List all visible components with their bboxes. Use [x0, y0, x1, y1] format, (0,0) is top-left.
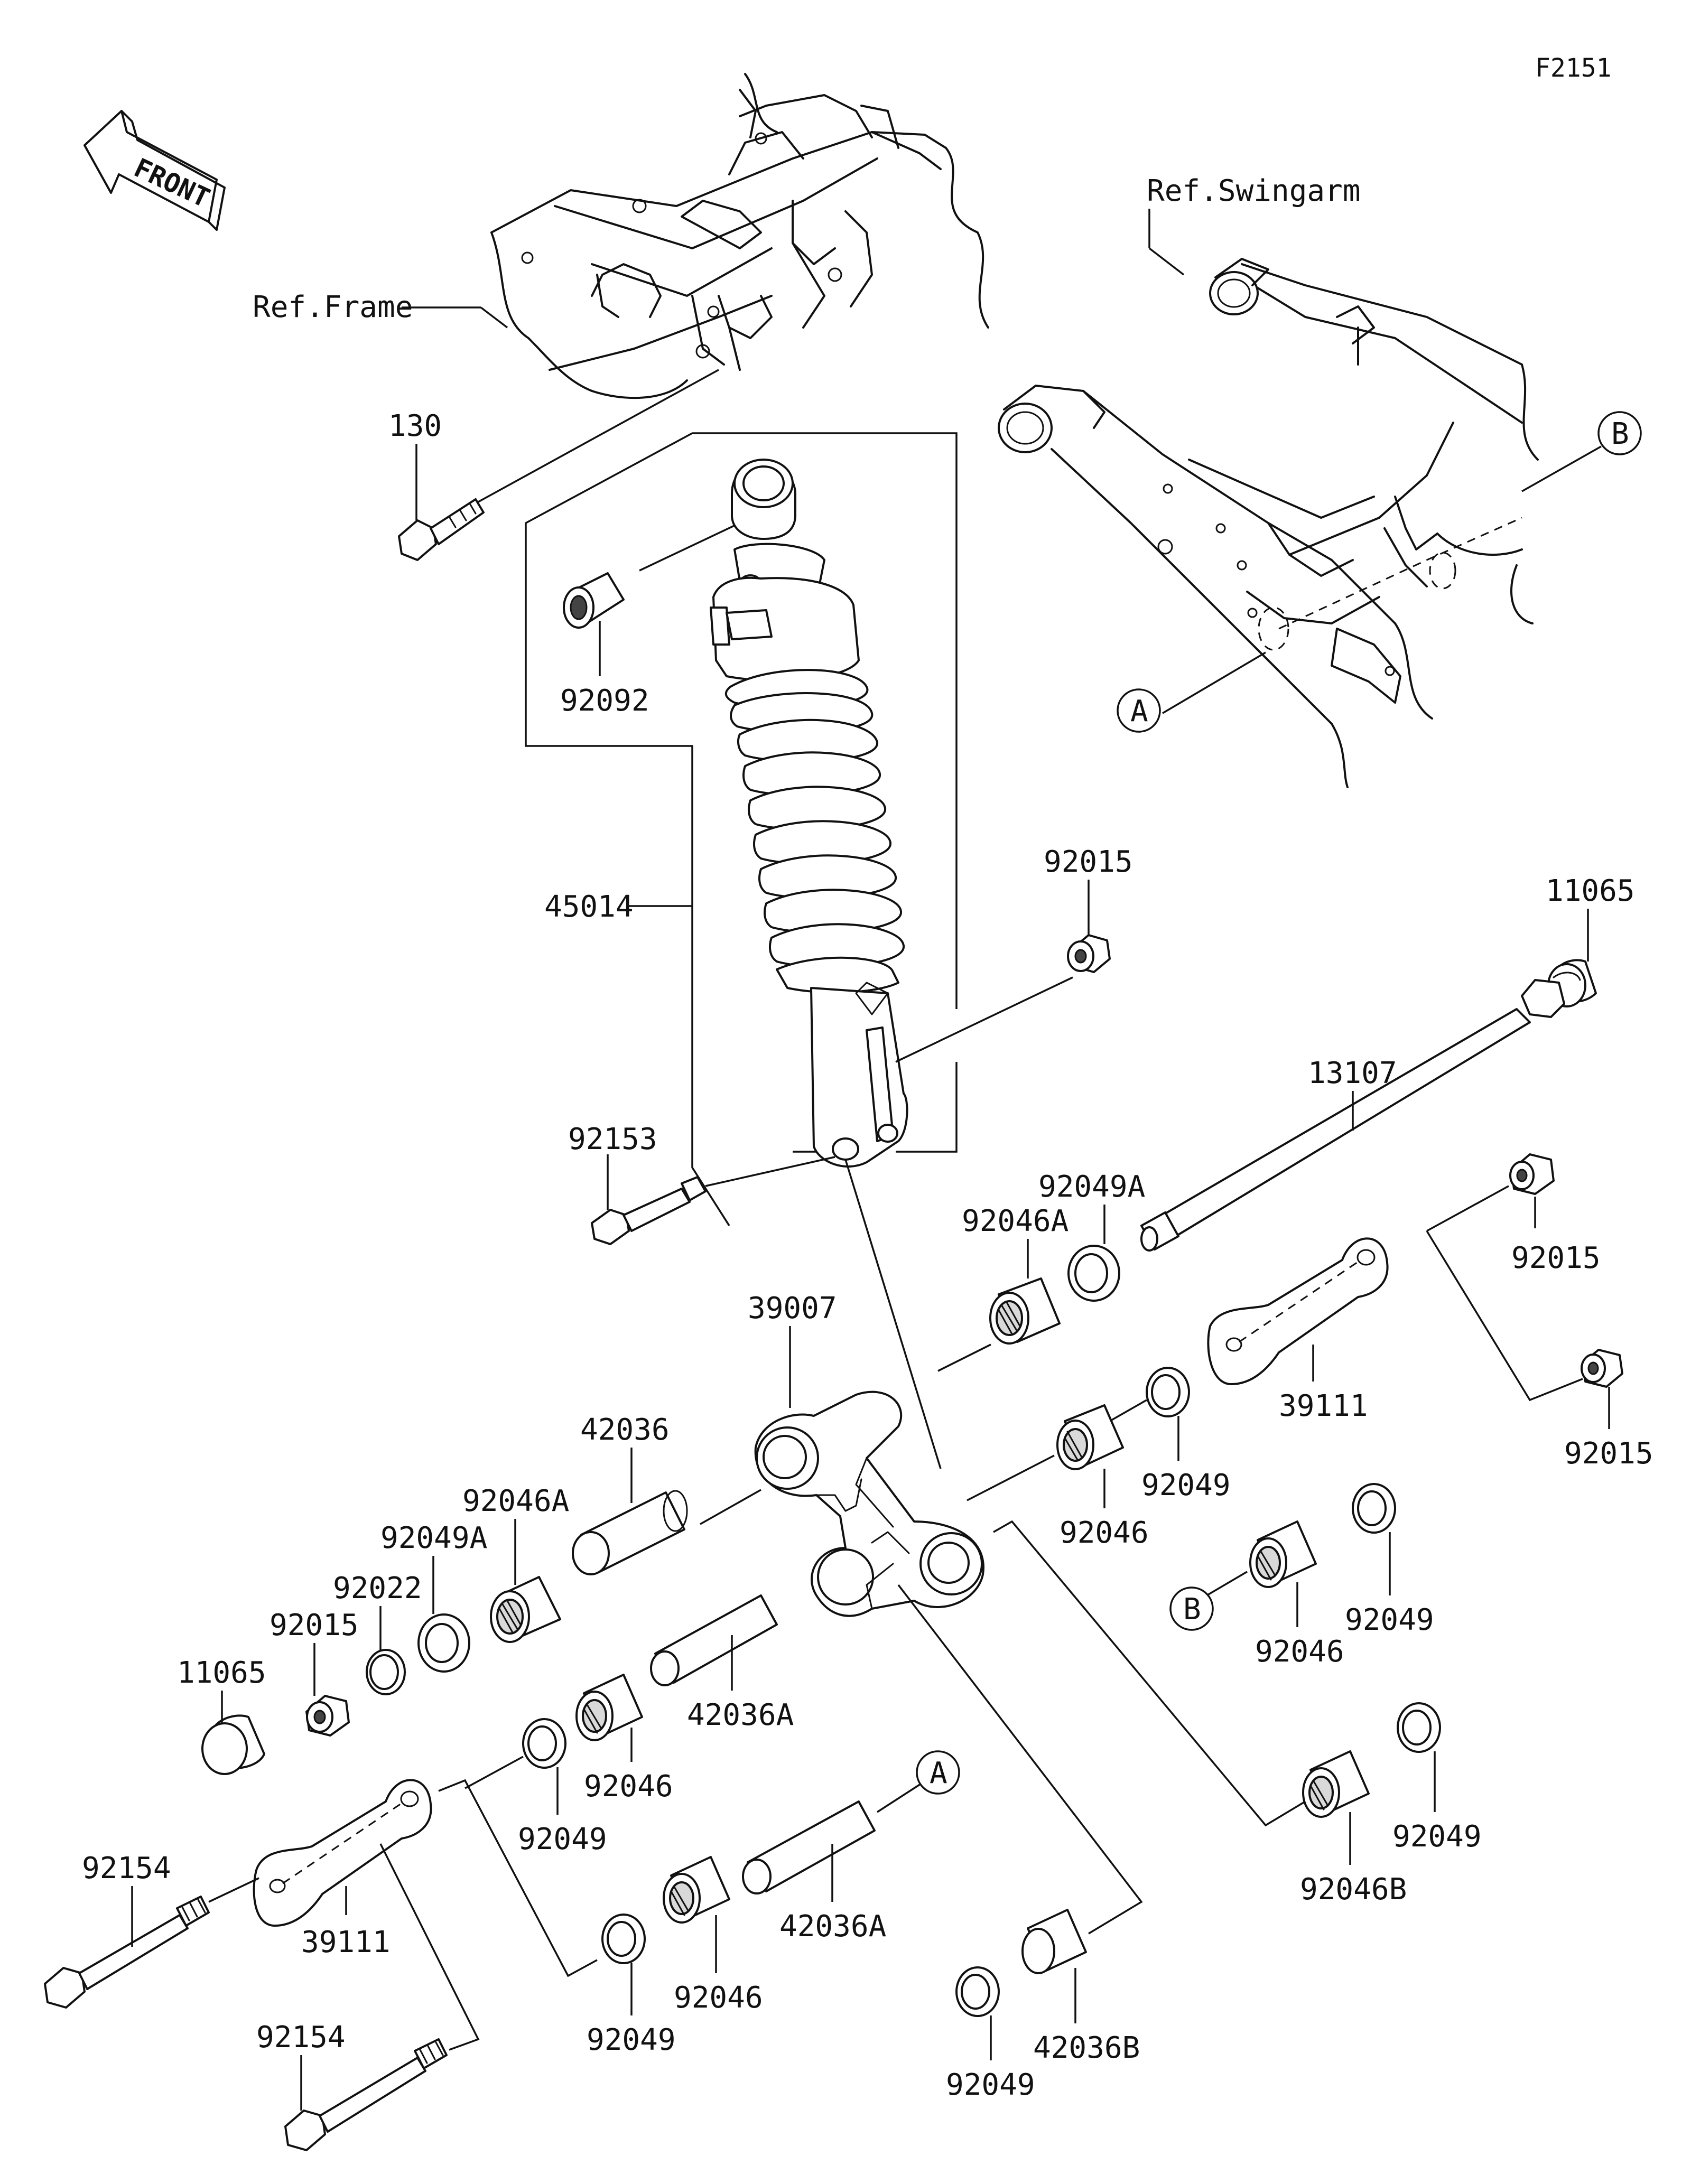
tie-rod-39111-left	[253, 1779, 598, 2051]
shock-absorber-45014	[710, 459, 942, 1469]
sleeve-42036B	[897, 1584, 1143, 2023]
washer-92049-l2	[601, 1914, 646, 2015]
label-92015-top: 92015	[1044, 845, 1133, 879]
label-92049A-left: 92049A	[380, 1521, 487, 1555]
label-92046-b: 92046	[1255, 1635, 1344, 1669]
washer-92049-l1	[464, 1718, 566, 1815]
nut-92015-left	[305, 1643, 350, 1737]
label-92015-left: 92015	[270, 1608, 359, 1642]
cap-11065-right	[1547, 909, 1597, 1007]
washer-92049-far	[1397, 1702, 1441, 1812]
label-92046A-right: 92046A	[962, 1204, 1069, 1238]
sleeve-42036	[572, 1448, 761, 1575]
label-92153: 92153	[568, 1122, 657, 1156]
label-11065-left: 11065	[177, 1656, 266, 1690]
svg-text:A: A	[1130, 694, 1148, 729]
label-39111-left: 39111	[301, 1925, 391, 1959]
sleeve-42036A-1	[650, 1594, 778, 1691]
label-92046A-left: 92046A	[462, 1484, 569, 1518]
bolt-92154-1	[44, 1877, 259, 2009]
bearing-92046B	[993, 1520, 1370, 1865]
swingarm-illustration	[998, 209, 1602, 788]
label-39007: 39007	[748, 1291, 837, 1326]
label-42036A-2: 42036A	[779, 1909, 886, 1944]
label-42036B: 42036B	[1033, 2031, 1140, 2065]
label-92049-l1: 92049	[518, 1822, 607, 1856]
label-92022: 92022	[333, 1571, 422, 1606]
front-arrow-icon: FRONT	[83, 110, 226, 231]
label-92046B: 92046B	[1300, 1872, 1407, 1907]
svg-text:B: B	[1611, 417, 1629, 451]
nut-92015-mid	[1426, 1153, 1555, 1232]
label-92049A-right: 92049A	[1038, 1170, 1145, 1204]
washer-92049-b	[1352, 1483, 1396, 1595]
shock-assembly-bracket	[692, 432, 958, 1009]
label-92046-l1: 92046	[584, 1769, 673, 1804]
ref-swingarm-label: Ref.Swingarm	[1147, 174, 1361, 208]
label-92015-low: 92015	[1564, 1436, 1653, 1471]
bolt-92154-2	[284, 2038, 448, 2151]
label-92049-far: 92049	[1392, 1819, 1482, 1854]
svg-text:A: A	[930, 1756, 947, 1790]
label-92049-bottom: 92049	[946, 2068, 1035, 2102]
frame-illustration	[402, 73, 989, 399]
label-11065-right: 11065	[1546, 874, 1635, 908]
label-92049-b: 92049	[1345, 1603, 1434, 1637]
label-92046-l2: 92046	[674, 1981, 763, 2015]
washer-92049-r1	[1109, 1367, 1190, 1461]
cap-11065-left	[201, 1691, 265, 1775]
label-42036: 42036	[580, 1413, 670, 1447]
marker-a-bottom: A	[916, 1750, 960, 1795]
diagram-code: F2151	[1535, 53, 1612, 83]
sleeve-42036A-2	[742, 1782, 923, 1902]
marker-a-top: A	[1117, 688, 1161, 733]
tie-rod-39111-right	[1207, 1237, 1389, 1385]
label-13107: 13107	[1308, 1056, 1397, 1090]
bearing-92046-l2	[663, 1856, 730, 1973]
bearing-92046A-right	[937, 1239, 1061, 1372]
marker-b-top: B	[1597, 411, 1642, 455]
label-92049-l2: 92049	[587, 2023, 676, 2057]
bolt-130	[398, 369, 719, 561]
collar-92092	[563, 522, 740, 676]
svg-text:B: B	[1183, 1592, 1201, 1627]
rocker-arm-39007	[754, 1326, 984, 1617]
washer-92049A-right	[1067, 1205, 1120, 1302]
label-92154-2: 92154	[256, 2020, 346, 2055]
label-92092: 92092	[560, 684, 649, 718]
label-130: 130	[388, 409, 442, 443]
washer-92049-bottom	[955, 1966, 1000, 2060]
bearing-92046-r1	[967, 1404, 1124, 1508]
washer-92049A-left	[417, 1556, 470, 1673]
bearing-92046-b	[1202, 1520, 1317, 1627]
pivot-bolt-13107	[1140, 979, 1565, 1252]
ref-frame-label: Ref.Frame	[253, 290, 413, 324]
label-92154-1: 92154	[82, 1851, 171, 1886]
label-92046-r1: 92046	[1060, 1516, 1149, 1550]
label-92015-mid: 92015	[1511, 1241, 1601, 1275]
front-label: FRONT	[129, 152, 215, 213]
washer-92022	[366, 1606, 406, 1695]
bearing-92046-l1	[575, 1674, 643, 1762]
marker-b-bottom: B	[1169, 1586, 1214, 1631]
label-39111-right: 39111	[1279, 1389, 1368, 1423]
label-92049-r1: 92049	[1141, 1468, 1231, 1502]
bearing-92046A-left	[490, 1519, 561, 1643]
label-45014: 45014	[544, 890, 634, 924]
label-42036A-1: 42036A	[687, 1698, 794, 1732]
bolt-92153	[591, 1154, 835, 1245]
nut-92015-low	[1581, 1349, 1623, 1429]
nut-92015-top	[895, 880, 1111, 1063]
